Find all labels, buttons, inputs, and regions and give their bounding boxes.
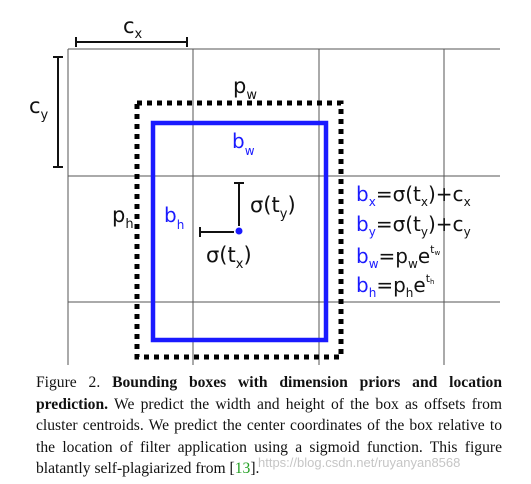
watermark: https://blog.csdn.net/ruyanyan8568 — [258, 455, 461, 470]
cx-label: cx — [123, 14, 143, 42]
yolo-bbox-figure: cx cy pw ph bw bh σ(ty) σ(tx) bx=σ(tx)+c… — [29, 14, 500, 365]
cy-label: cy — [29, 94, 49, 123]
bh-label: bh — [164, 203, 184, 232]
cy-bracket — [53, 56, 63, 168]
sigma-tx-label: σ(tx) — [206, 243, 252, 272]
sigma-tx-bracket — [199, 227, 234, 237]
citation-link[interactable]: 13 — [234, 460, 251, 478]
caption-end: ]. — [250, 460, 260, 478]
equation-bh: bh=pheth — [356, 272, 434, 300]
caption-title: Bounding boxes with dimension priors and… — [36, 374, 502, 413]
sigma-ty-label: σ(ty) — [250, 193, 296, 222]
pw-label: pw — [233, 74, 257, 103]
ph-label: ph — [112, 203, 134, 232]
equation-by: by=σ(ty)+cy — [356, 212, 471, 239]
bw-label: bw — [232, 129, 255, 158]
equation-bw: bw=pwetw — [356, 243, 440, 271]
caption-figure-label: Figure 2. — [36, 374, 101, 391]
prior-box — [134, 100, 344, 360]
figure-caption: Figure 2. Bounding boxes with dimension … — [36, 372, 502, 480]
cx-bracket — [75, 37, 188, 47]
equations: bx=σ(tx)+cx by=σ(ty)+cy bw=pwetw bh=phet… — [356, 182, 471, 300]
predicted-box — [150, 120, 329, 343]
caption-body: We predict the width and height of the b… — [36, 395, 502, 478]
sigma-ty-bracket — [234, 182, 244, 226]
equation-bx: bx=σ(tx)+cx — [356, 182, 471, 209]
center-point — [235, 227, 243, 235]
